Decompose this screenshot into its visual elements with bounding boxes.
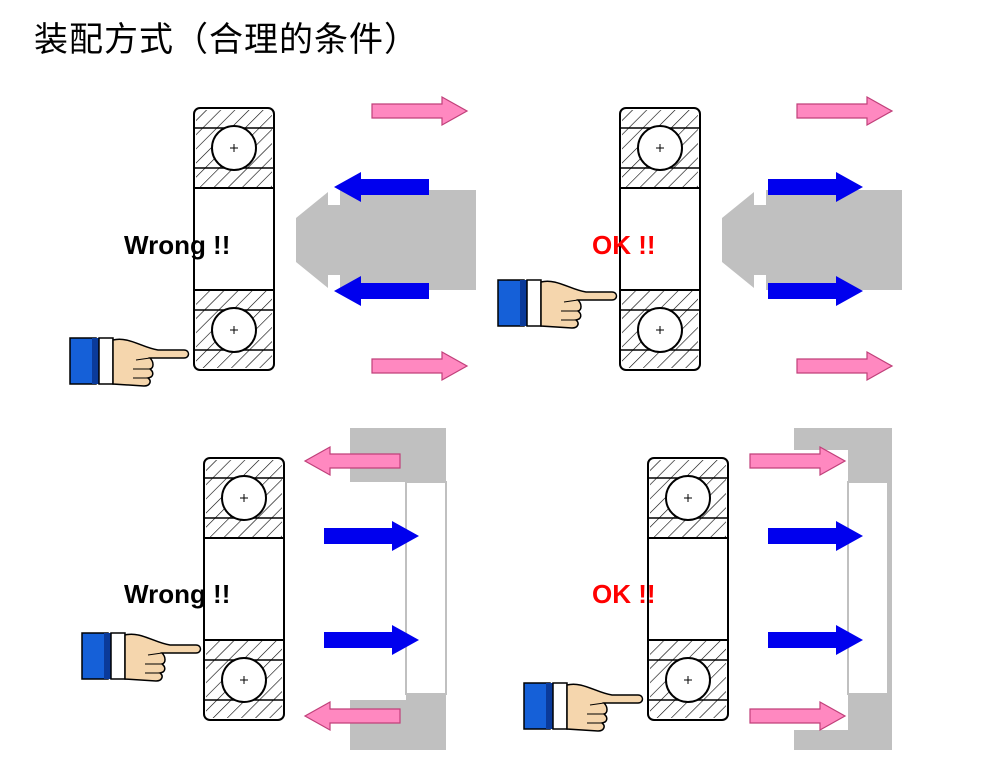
housing-bore [847, 481, 889, 695]
arrow-icon [324, 521, 419, 551]
panel-top-right: OK !! [497, 96, 902, 381]
shaft [296, 190, 476, 290]
panel-bottom-right: OK !! [523, 428, 892, 750]
verdict-label: OK !! [592, 230, 656, 260]
arrow-icon [749, 701, 846, 731]
arrow-icon [371, 96, 468, 126]
arrow-icon [796, 96, 893, 126]
verdict-label: Wrong !! [124, 579, 230, 609]
arrow-icon [371, 351, 468, 381]
arrow-icon [749, 446, 846, 476]
verdict-label: OK !! [592, 579, 656, 609]
shaft [722, 190, 902, 290]
pointing-hand-icon [69, 337, 190, 387]
arrow-icon [324, 625, 419, 655]
panel-bottom-left: Wrong !! [81, 428, 447, 750]
arrow-icon [796, 351, 893, 381]
page-title: 装配方式（合理的条件） [34, 20, 419, 60]
pointing-hand-icon [497, 279, 618, 329]
verdict-label: Wrong !! [124, 230, 230, 260]
bearing-icon [647, 457, 729, 721]
pointing-hand-icon [523, 682, 644, 732]
panel-top-left: Wrong !! [69, 96, 476, 387]
housing-bore [405, 481, 447, 695]
pointing-hand-icon [81, 632, 202, 682]
